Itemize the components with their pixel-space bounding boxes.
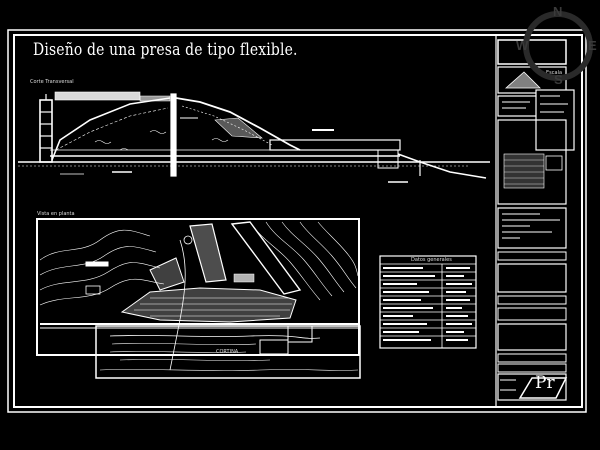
plan-center-label: CORTINA bbox=[216, 349, 239, 355]
plan-label: Vista en planta bbox=[37, 211, 75, 217]
inner-border bbox=[13, 34, 583, 408]
cross-section-drawing bbox=[18, 91, 490, 183]
section-label: Corte Transversal bbox=[30, 79, 74, 85]
drawing-title: Diseño de una presa de tipo flexible. bbox=[33, 40, 298, 60]
general-data-table bbox=[379, 255, 477, 349]
plan-view-drawing bbox=[36, 218, 361, 379]
title-block bbox=[497, 39, 575, 401]
general-data-title: Datos generales bbox=[411, 257, 452, 263]
outer-border bbox=[7, 29, 587, 413]
logo: Pr bbox=[535, 373, 555, 393]
legend-label: Escala bbox=[546, 70, 563, 76]
